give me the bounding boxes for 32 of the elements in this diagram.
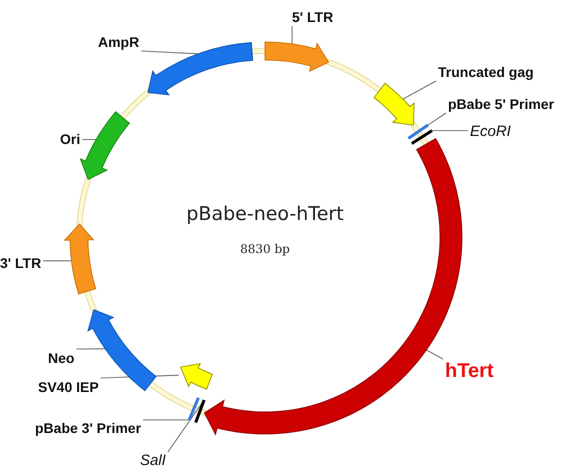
feature-label: Truncated gag [438,64,534,80]
gene-segment [148,42,254,96]
primer-label: pBabe 3' Primer [35,420,142,436]
feature-label: AmpR [98,34,140,50]
leader-line [402,80,436,100]
gene-label: hTert [445,360,494,382]
feature-label: Neo [48,350,74,366]
leader-line [140,50,199,54]
feature-label: 3' LTR [0,255,42,271]
feature-label: Ori [60,131,80,147]
plasmid-size: 8830 bp [240,242,290,256]
leader-line [76,348,106,350]
ltr-segment [264,42,329,72]
promoter-segment [180,363,213,390]
leader-line [432,130,468,131]
feature-label: SV40 IEP [38,379,99,395]
leader-line [428,112,446,126]
feature-label: 5' LTR [292,9,334,25]
leader-line [82,139,96,140]
ltr-segment [64,224,96,294]
primer-label: pBabe 5' Primer [448,96,554,112]
origin-segment [80,111,130,180]
restriction-site-label: SalI [140,453,166,469]
gene-segment [374,82,414,126]
leader-line [426,350,444,360]
primer-site-mark [408,124,430,140]
primer-site-mark [188,397,200,420]
leader-line [42,260,72,262]
restriction-site-mark [194,399,206,424]
restriction-site-label: EcoRI [470,124,511,140]
plasmid-name: pBabe-neo-hTert [186,203,344,225]
restriction-site-mark [411,129,433,145]
